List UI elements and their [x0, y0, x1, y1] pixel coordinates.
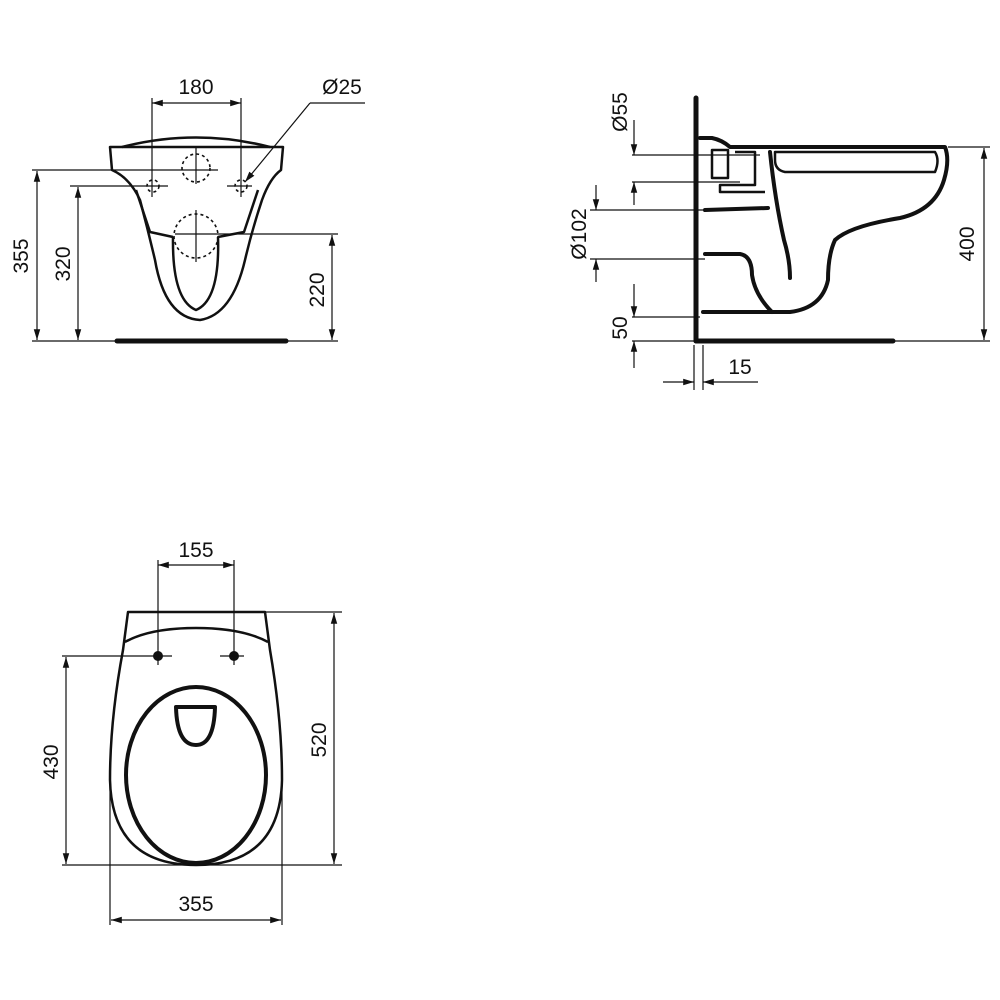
- dim-430: 430: [40, 744, 63, 779]
- bowl-trap-outline: [171, 236, 220, 312]
- dim-400: 400: [956, 226, 979, 261]
- dim-355-width: 355: [178, 893, 213, 916]
- dim-220: 220: [306, 272, 329, 307]
- inlet-circle: [181, 153, 211, 183]
- dim-15: 15: [728, 356, 751, 379]
- bowl-side-outline: [698, 136, 950, 314]
- dim-d55: Ø55: [609, 92, 632, 132]
- top-bowl-outline: [108, 610, 284, 867]
- dim-520: 520: [308, 722, 331, 757]
- dim-355: 355: [10, 238, 33, 273]
- dim-180: 180: [178, 76, 213, 99]
- dim-d102: Ø102: [568, 208, 591, 259]
- front-view: 180 Ø25 355 320 220: [10, 76, 365, 344]
- seat-ring: [124, 685, 268, 865]
- dim-320: 320: [52, 246, 75, 281]
- dim-155: 155: [178, 539, 213, 562]
- inlet-opening: [174, 705, 217, 747]
- dim-50: 50: [609, 316, 632, 339]
- dim-d25: Ø25: [322, 76, 362, 99]
- side-view: Ø55 Ø102 50 15 400: [568, 92, 990, 390]
- seat-outline: [773, 150, 939, 174]
- top-view: 155 430 520 355: [40, 539, 342, 925]
